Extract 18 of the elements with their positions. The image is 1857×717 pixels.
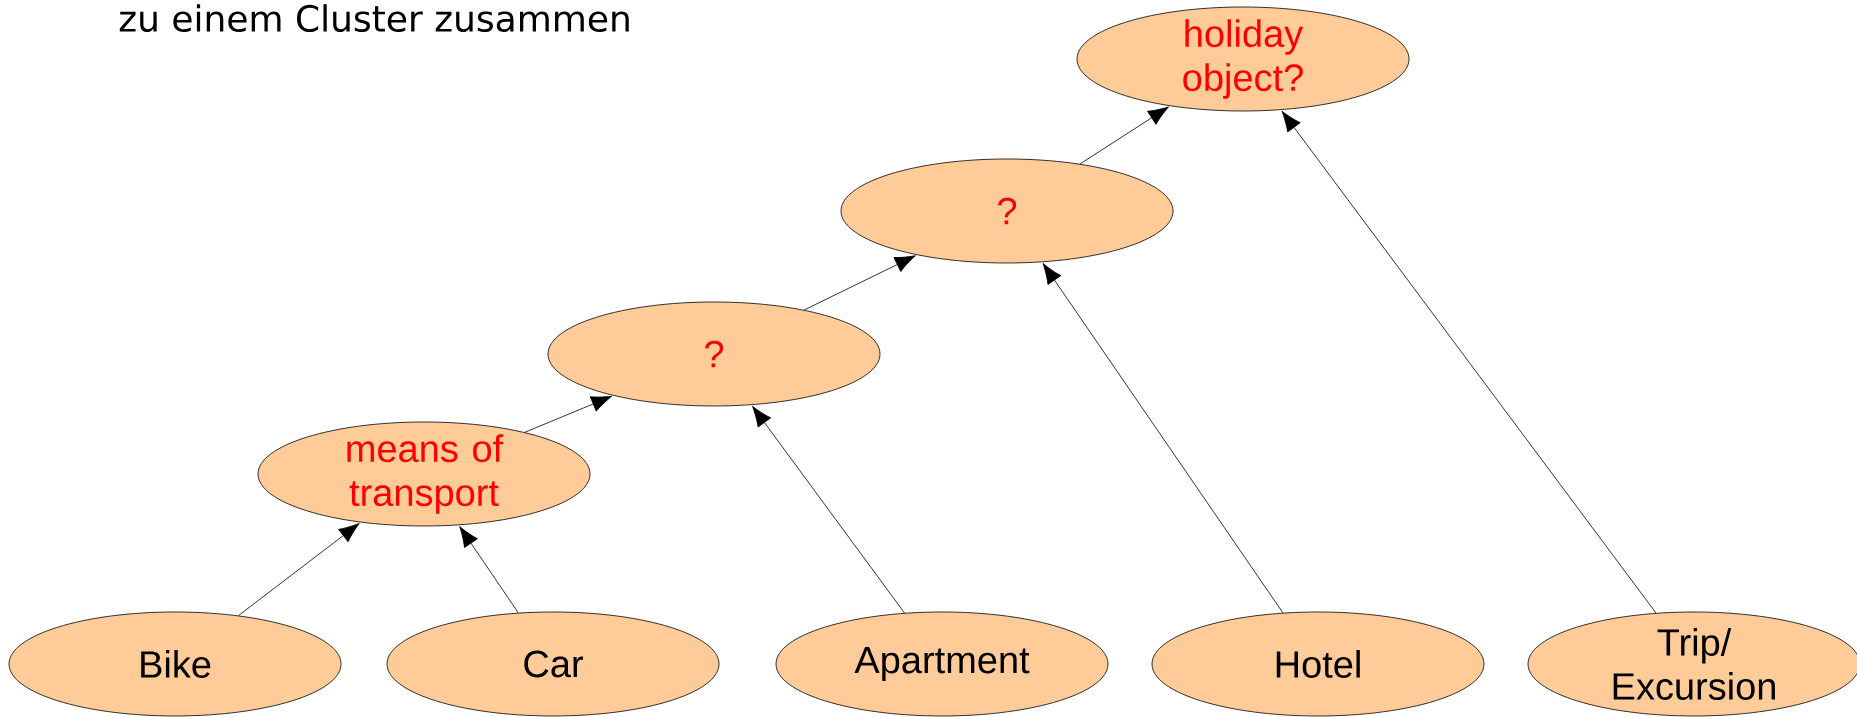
heading-text: zu einem Cluster zusammen bbox=[119, 4, 629, 33]
ellipse-node: Apartment bbox=[775, 611, 1109, 717]
arrow bbox=[803, 255, 916, 311]
arrow bbox=[1042, 263, 1284, 614]
ellipse-node: Trip/ Excursion bbox=[1527, 611, 1857, 717]
ellipse-node: ? bbox=[840, 158, 1174, 264]
arrow bbox=[1281, 110, 1657, 614]
arrow bbox=[238, 523, 360, 616]
ellipse-node: ? bbox=[547, 301, 881, 407]
ellipse-node: Car bbox=[386, 611, 720, 717]
ellipse-node: Hotel bbox=[1151, 611, 1485, 717]
arrow bbox=[459, 526, 519, 614]
ellipse-node: holiday object? bbox=[1076, 6, 1410, 112]
arrow bbox=[524, 395, 613, 433]
ellipse-node: means of transport bbox=[257, 421, 591, 527]
ellipse-node: Bike bbox=[8, 611, 342, 717]
arrow bbox=[752, 405, 905, 614]
arrow bbox=[1079, 106, 1169, 165]
